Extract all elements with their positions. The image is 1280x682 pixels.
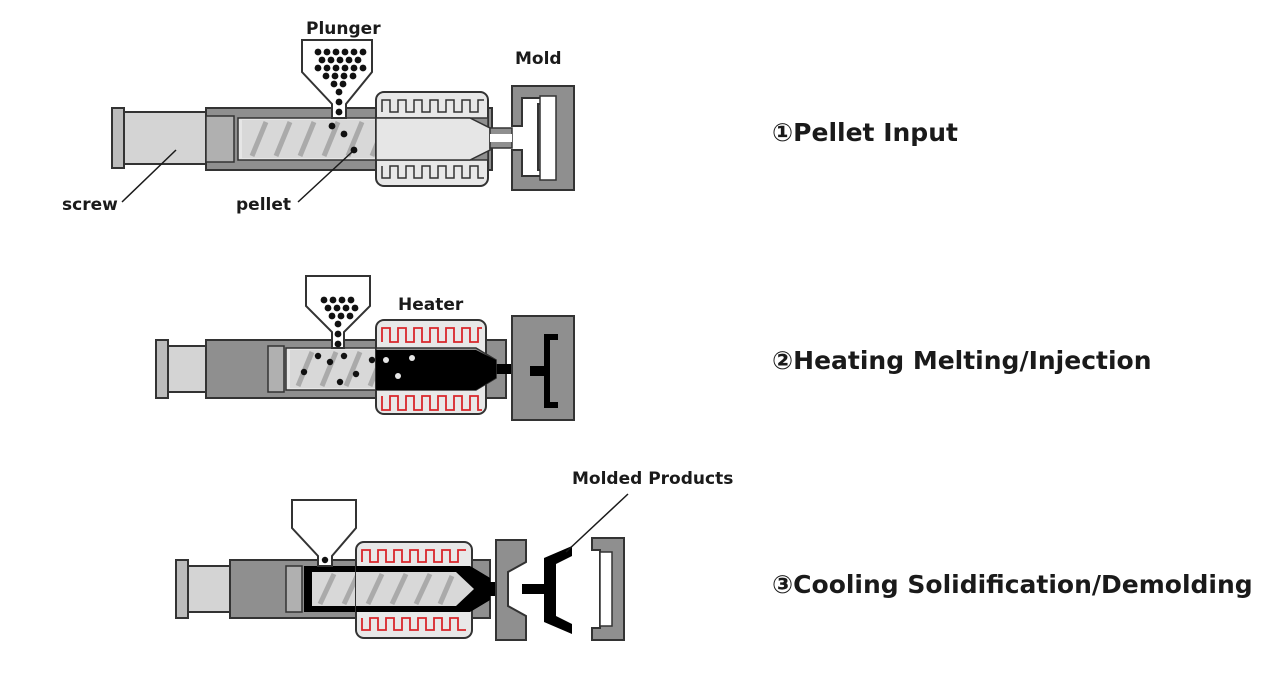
molten-resin-in-heater [376, 350, 496, 390]
label-pellet: pellet [236, 195, 291, 215]
hopper-pellet [321, 556, 329, 564]
leader-molded-products [565, 493, 629, 553]
hopper-pellets [320, 296, 359, 348]
barrel-end-cap [205, 115, 235, 163]
plunger-rod-cap [155, 339, 169, 399]
hopper [291, 499, 357, 567]
plunger-rod [115, 111, 209, 165]
stage-1-pellet-input: Plunger Mold screw pellet [62, 19, 575, 215]
sprue [490, 134, 512, 142]
mold-cavity [539, 95, 557, 181]
barrel-end-cap [285, 565, 303, 613]
mold-moving-cavity [599, 551, 613, 627]
step-1-label: ①Pellet Input [772, 118, 958, 147]
mold-fixed-half [495, 539, 527, 641]
step-2-label: ②Heating Melting/Injection [772, 346, 1152, 375]
heater-coils-bottom [381, 165, 484, 179]
barrel-inner-tip [375, 117, 491, 161]
leader-pellet [297, 151, 353, 203]
leader-screw [121, 149, 177, 203]
mold-cavity-filled [530, 334, 558, 408]
label-screw: screw [62, 195, 118, 215]
heater-coils-bottom [361, 617, 466, 631]
heater-coils-top [381, 99, 484, 113]
heater-coils-top [381, 327, 482, 343]
label-mold: Mold [515, 49, 562, 69]
screw-body [242, 120, 404, 158]
heater-coils-top [361, 549, 466, 563]
molded-product [522, 546, 572, 634]
stage-2-heating-injection: Heater [155, 275, 575, 421]
plunger-rod-cap [111, 107, 125, 169]
hopper [305, 275, 371, 349]
step-3-label: ③Cooling Solidification/Demolding [772, 570, 1253, 599]
label-heater: Heater [398, 295, 464, 315]
barrel-end-cap [267, 345, 285, 393]
nozzle [490, 582, 498, 596]
label-plunger: Plunger [306, 19, 381, 39]
hopper-pellets [314, 48, 367, 154]
heater-coils-bottom [381, 395, 482, 411]
screw-flights-tip [365, 572, 455, 606]
plunger-rod-cap [175, 559, 189, 619]
label-molded-products: Molded Products [572, 469, 733, 489]
stage-3-cooling-demolding: Molded Products [175, 469, 733, 641]
heater-zone-pellets [383, 355, 415, 379]
